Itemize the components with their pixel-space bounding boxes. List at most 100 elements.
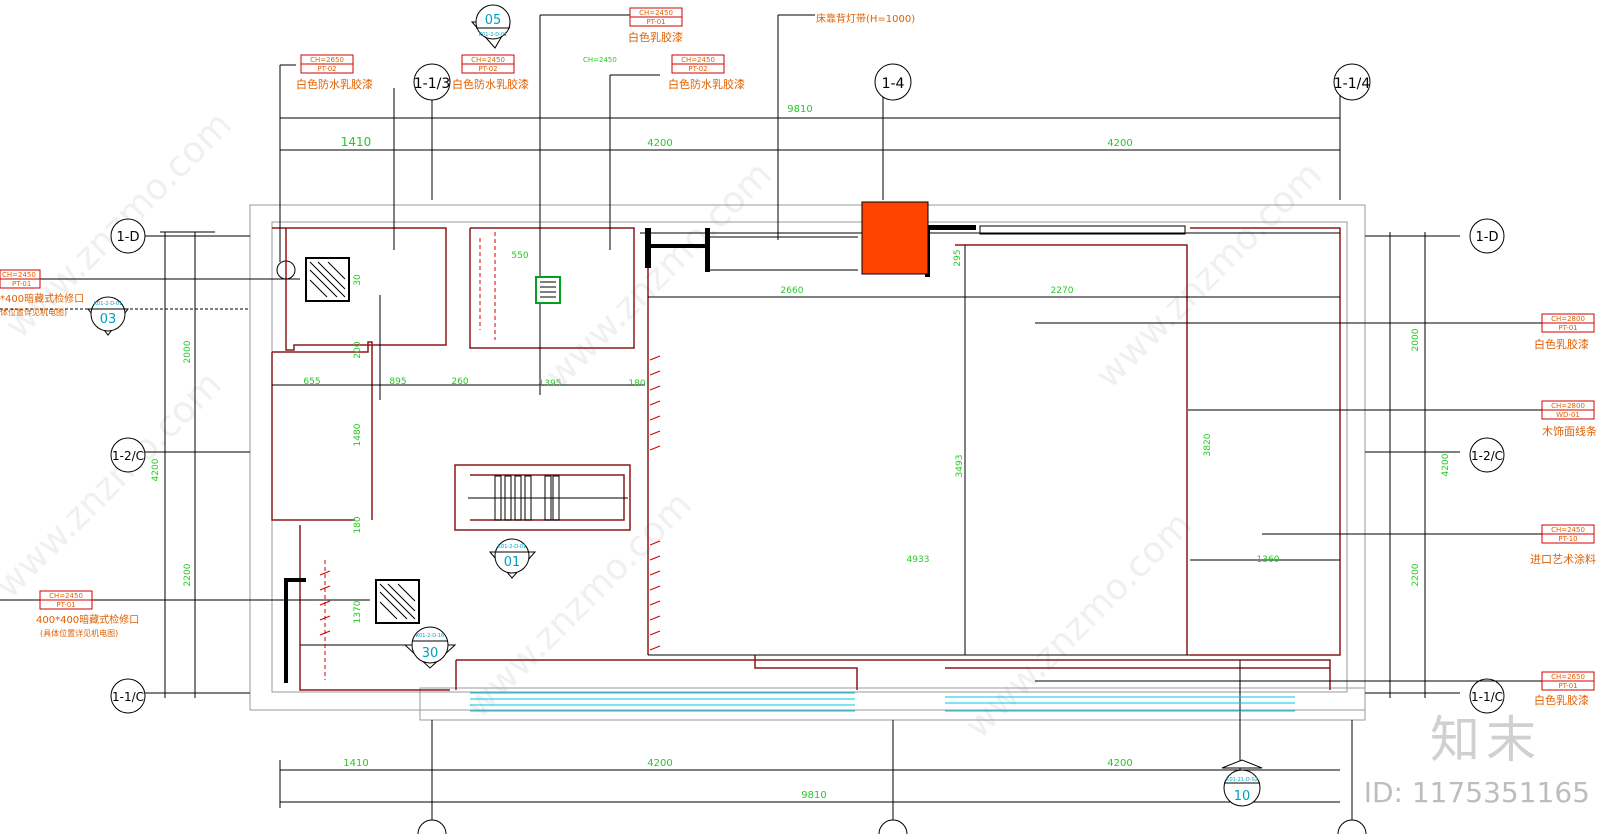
svg-text:白色乳胶漆: 白色乳胶漆 — [1534, 337, 1589, 351]
svg-text:1-1/C: 1-1/C — [1471, 690, 1503, 704]
svg-text:PT-01: PT-01 — [646, 18, 665, 26]
svg-text:WD-01: WD-01 — [1556, 411, 1580, 419]
svg-text:4933: 4933 — [907, 555, 930, 565]
grid-bubble-left-1: 1-D — [110, 218, 146, 254]
top-dimensions — [279, 85, 1341, 200]
svg-text:K01-2-D-01: K01-2-D-01 — [479, 32, 507, 38]
svg-text:1-D: 1-D — [117, 230, 140, 245]
grid-bubble-top-3: 1-1/4 — [1333, 63, 1371, 101]
svg-text:655: 655 — [303, 377, 320, 387]
floor-drain — [535, 276, 561, 304]
svg-text:1-1/C: 1-1/C — [112, 690, 144, 704]
svg-text:1370: 1370 — [353, 600, 363, 623]
svg-text:CH=2650: CH=2650 — [1551, 673, 1585, 681]
dim-left-1: 2000 — [183, 340, 193, 363]
window-curtain — [470, 692, 1295, 712]
svg-text:(具体位置详见机电图): (具体位置详见机电图) — [40, 628, 118, 638]
watermark-layer: www.znzmo.com www.znzmo.com www.znzmo.co… — [0, 104, 1330, 746]
grid-bubble-right-1: 1-D — [1469, 218, 1505, 254]
svg-text:CH=2800: CH=2800 — [1551, 315, 1585, 323]
svg-text:400*400暗藏式检修口: 400*400暗藏式检修口 — [36, 613, 139, 626]
svg-text:白色乳胶漆: 白色乳胶漆 — [1534, 693, 1589, 707]
svg-text:*400暗藏式检修口: *400暗藏式检修口 — [0, 292, 84, 305]
dim-right-2: 4200 — [1441, 453, 1451, 476]
elevation-symbol-10: K01-21-D-02 10 — [1221, 759, 1263, 807]
material-tag-t7: CH=2450 PT-01 400*400暗藏式检修口 (具体位置详见机电图) — [36, 590, 139, 638]
internal-dimensions: 2660 2270 655 895 260 1395 180 550 200 3… — [303, 249, 1279, 623]
svg-text:2270: 2270 — [1051, 286, 1074, 296]
access-panel-2 — [375, 579, 420, 624]
svg-text:3493: 3493 — [955, 455, 965, 478]
svg-text:1-D: 1-D — [1476, 230, 1499, 245]
material-tag-r3: CH=2450 PT-10 进口艺术涂料 — [1530, 524, 1596, 566]
outer-wall-outline — [249, 204, 1366, 711]
svg-text:PT-01: PT-01 — [1558, 324, 1577, 332]
dim-bottom-a: 1410 — [343, 758, 368, 769]
svg-text:260: 260 — [451, 377, 468, 387]
svg-text:180: 180 — [353, 516, 363, 533]
svg-text:30: 30 — [422, 646, 439, 661]
grid-bubble-top-1: 1-1/3 — [413, 63, 451, 101]
grid-bubble-bottom — [417, 819, 1367, 834]
bottom-dimensions — [279, 760, 1340, 808]
dim-top-b: 4200 — [647, 138, 672, 149]
watermark-text: www.znzmo.com — [1087, 154, 1329, 396]
svg-text:CH=2800: CH=2800 — [1551, 402, 1585, 410]
watermark-text: www.znzmo.com — [537, 154, 779, 396]
svg-text:1480: 1480 — [353, 423, 363, 446]
elevation-symbol-30: K01-2-D-16 30 — [403, 626, 457, 669]
svg-text:CH=2650: CH=2650 — [310, 56, 344, 64]
grid-bubble-left-3: 1-1/C — [110, 678, 146, 714]
access-panel-1 — [305, 257, 350, 302]
red-arrow-markers — [285, 232, 661, 680]
svg-text:1-4: 1-4 — [882, 76, 905, 92]
closet-hangers — [468, 475, 628, 521]
dim-right-3: 2200 — [1411, 563, 1421, 586]
svg-text:PT-02: PT-02 — [688, 65, 707, 73]
svg-text:PT-10: PT-10 — [1558, 535, 1577, 543]
svg-text:K01-2-D-01: K01-2-D-01 — [94, 301, 122, 307]
svg-text:05: 05 — [485, 13, 502, 28]
svg-text:白色防水乳胶漆: 白色防水乳胶漆 — [296, 77, 373, 91]
svg-text:K01-2-D-16: K01-2-D-16 — [416, 633, 444, 639]
dim-bottom-total: 9810 — [801, 790, 826, 801]
brand-watermark: 知末 — [1430, 711, 1542, 769]
material-tag-r4: CH=2650 PT-01 白色乳胶漆 — [1534, 671, 1595, 707]
svg-text:3820: 3820 — [1203, 433, 1213, 456]
dim-top-a: 1410 — [341, 135, 372, 149]
material-tag-r1: CH=2800 PT-01 白色乳胶漆 — [1534, 313, 1595, 351]
svg-text:295: 295 — [953, 249, 963, 266]
grid-bubble-top-2: 1-4 — [874, 63, 912, 101]
svg-text:PT-02: PT-02 — [478, 65, 497, 73]
svg-text:30: 30 — [353, 274, 363, 286]
dim-right-1: 2000 — [1411, 328, 1421, 351]
svg-text:体位置详见机电图): 体位置详见机电图) — [0, 307, 67, 317]
svg-text:1-1/4: 1-1/4 — [1334, 76, 1371, 92]
dim-bottom-b: 4200 — [647, 758, 672, 769]
svg-text:K01-2-D-01: K01-2-D-01 — [498, 544, 526, 550]
material-tag-t1: CH=2650 PT-02 白色防水乳胶漆 — [296, 54, 373, 91]
svg-text:PT-01: PT-01 — [12, 280, 31, 288]
svg-text:CH=2450: CH=2450 — [49, 592, 83, 600]
tv-wall-panel — [861, 201, 929, 275]
svg-text:CH=2450: CH=2450 — [2, 271, 36, 279]
material-tag-t6: CH=2450 PT-01 *400暗藏式检修口 体位置详见机电图) — [0, 269, 84, 317]
svg-text:CH=2450: CH=2450 — [681, 56, 715, 64]
headboard-light-strip — [979, 225, 1186, 235]
material-tag-t3: CH=2450 PT-01 白色乳胶漆 — [628, 7, 683, 44]
svg-text:895: 895 — [389, 377, 406, 387]
elevation-symbol-03: K01-2-D-01 03 — [86, 296, 130, 336]
elevation-symbol-01: K01-2-D-01 01 — [488, 538, 537, 579]
interior-walls — [271, 227, 1341, 691]
svg-text:1-2/C: 1-2/C — [1471, 449, 1503, 463]
material-tag-t4: CH=2450 PT-02 白色防水乳胶漆 — [668, 54, 745, 91]
svg-text:1-2/C: 1-2/C — [112, 449, 144, 463]
svg-text:1360: 1360 — [1257, 555, 1280, 565]
svg-text:木饰面线条: 木饰面线条 — [1542, 424, 1597, 438]
dim-top-c: 4200 — [1107, 138, 1132, 149]
svg-text:1395: 1395 — [539, 379, 562, 389]
svg-text:10: 10 — [1234, 789, 1251, 804]
svg-text:CH=2450: CH=2450 — [471, 56, 505, 64]
svg-text:03: 03 — [100, 312, 117, 327]
dim-top-total: 9810 — [787, 104, 812, 115]
